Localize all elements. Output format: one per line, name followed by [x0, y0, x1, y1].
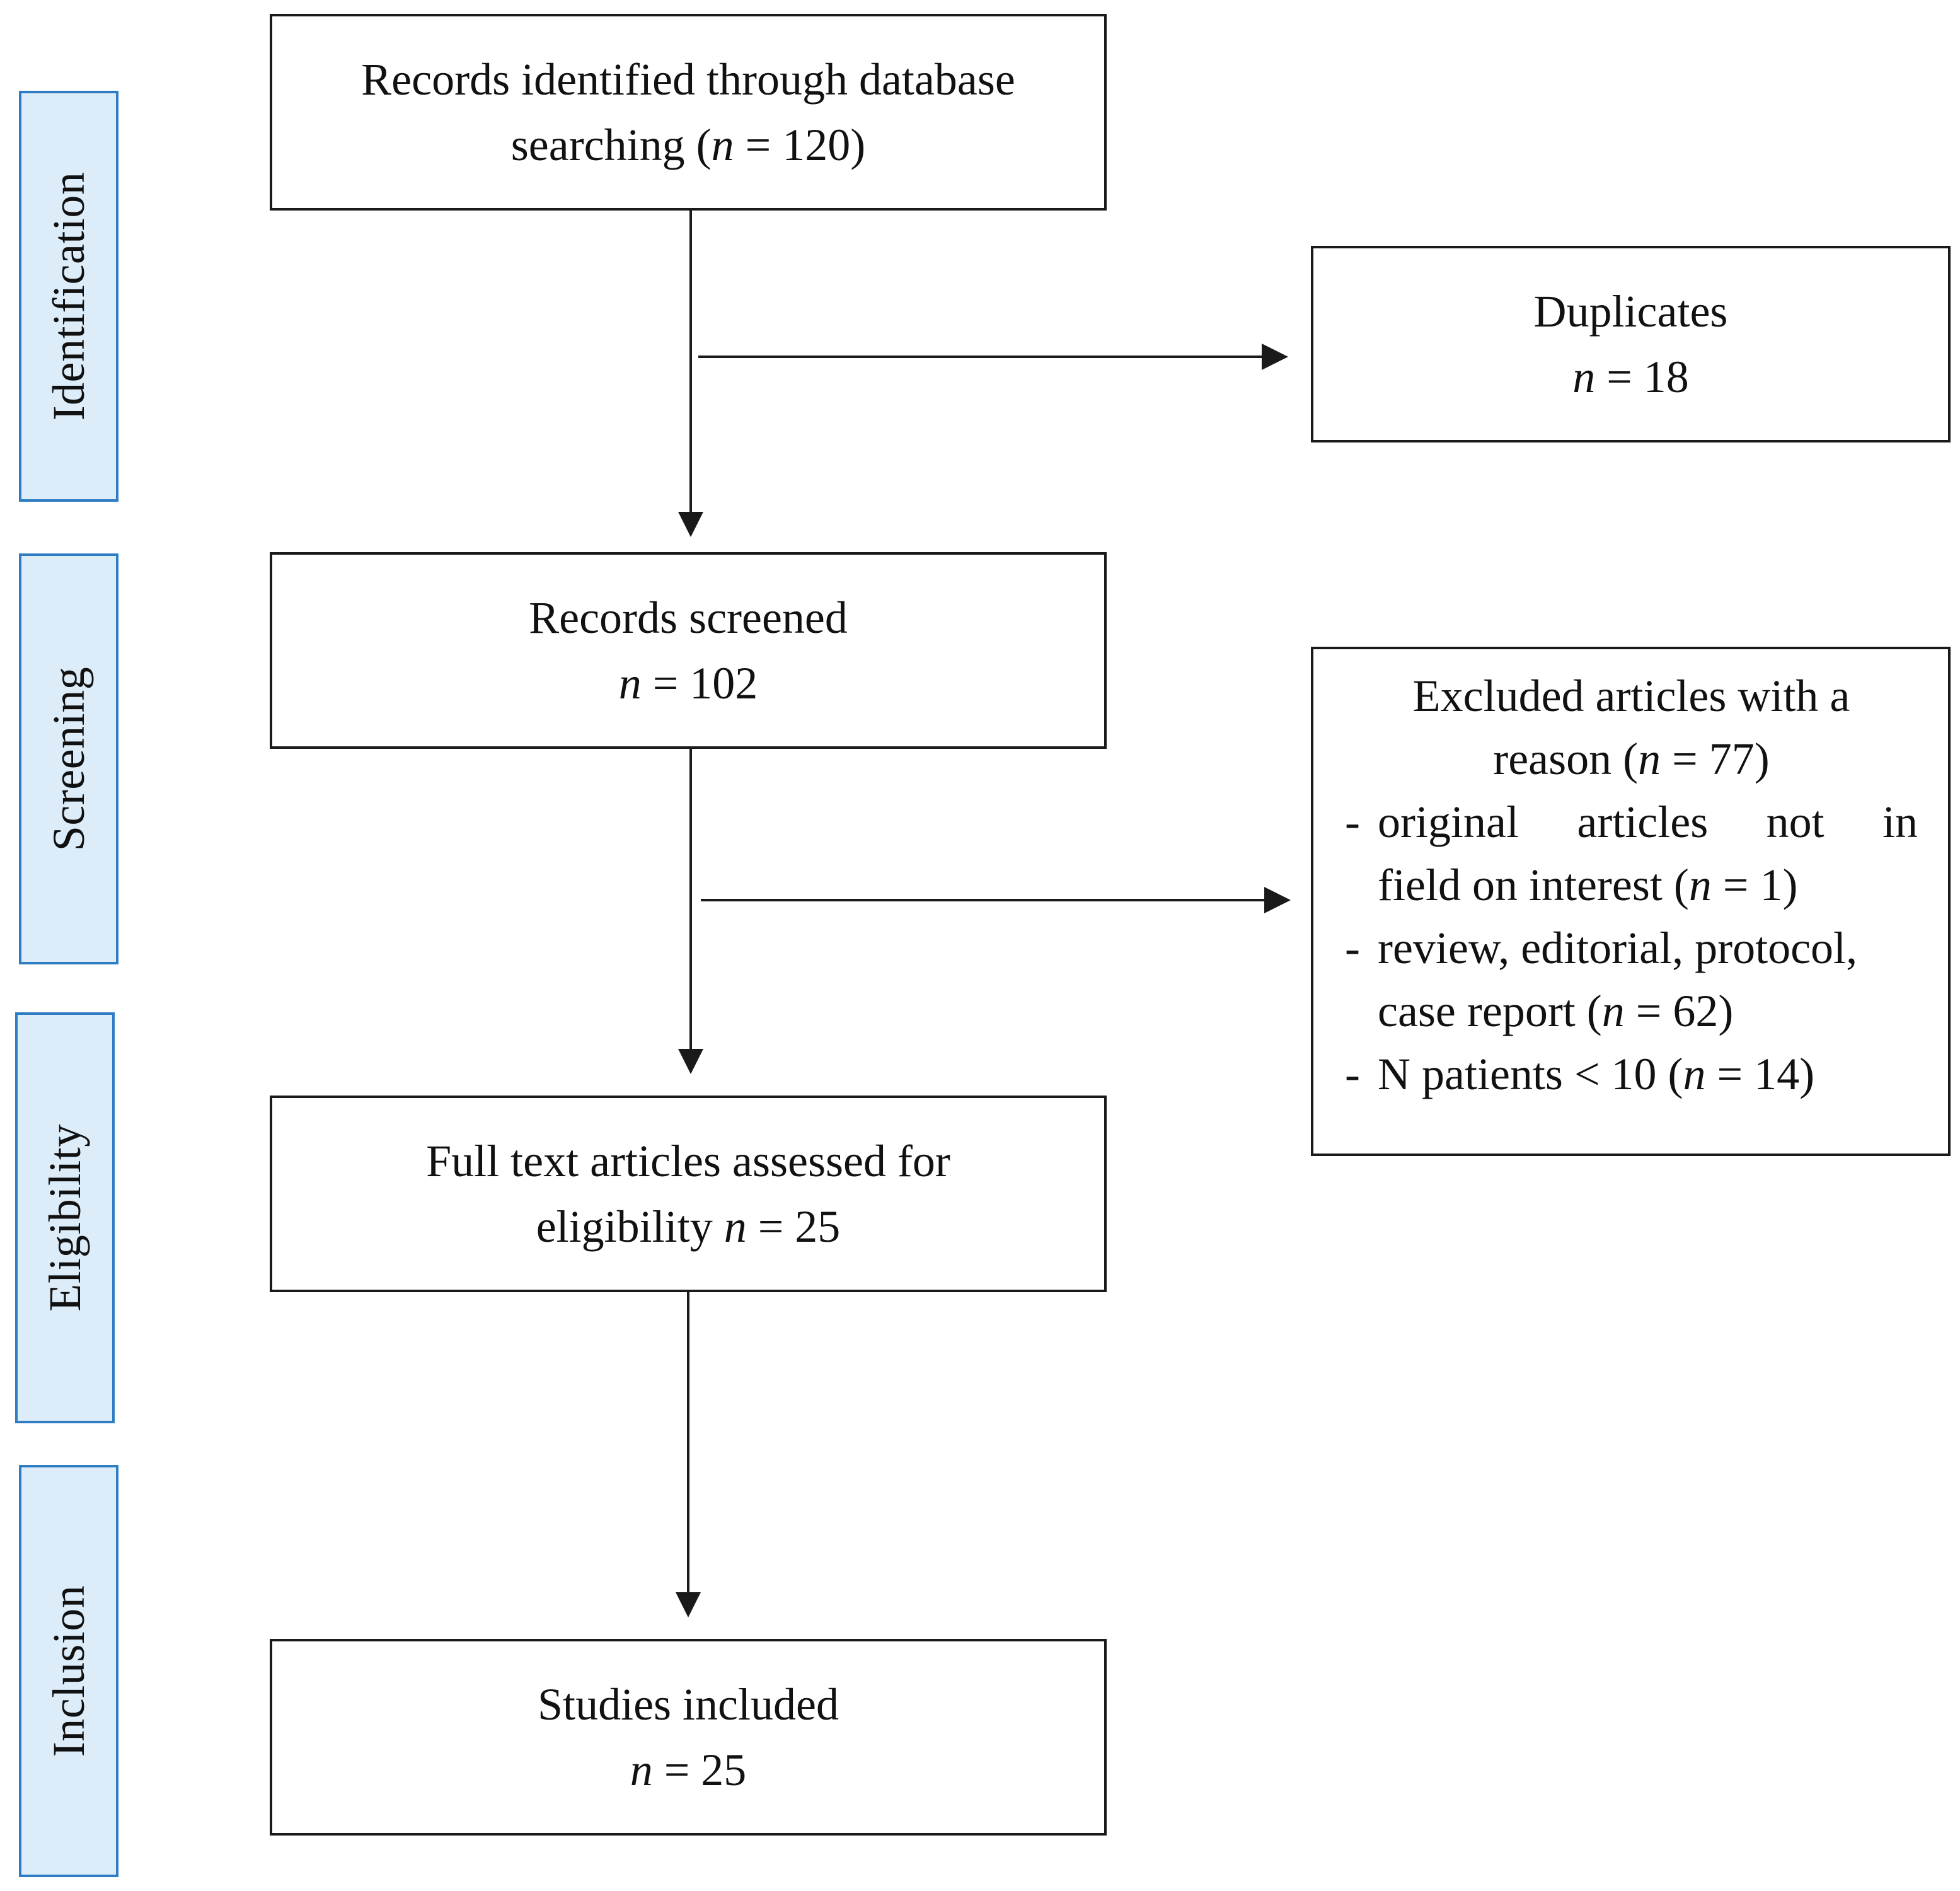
stage-inclusion-label: Inclusion — [43, 1585, 94, 1757]
full-text-count: = 25 — [746, 1201, 841, 1252]
excluded-reason-3-line1: N patients < 10 (n = 14) — [1378, 1043, 1918, 1106]
excluded-reason-1-line2: field on interest (n = 1) — [1378, 853, 1918, 917]
arrow-fulltext-to-included — [676, 1292, 701, 1617]
excluded-total-count: = 77) — [1661, 734, 1770, 784]
studies-included-title: Studies included — [538, 1679, 839, 1730]
records-screened-count-line: n = 102 — [619, 651, 758, 716]
excluded-reason-item: - N patients < 10 (n = 14) — [1345, 1043, 1918, 1106]
duplicates-count-line: n = 18 — [1572, 344, 1689, 410]
word: original — [1378, 797, 1519, 847]
reason-text: field on interest ( — [1378, 860, 1689, 910]
records-identified-count: = 120) — [734, 120, 866, 170]
reason-text: N patients < 10 ( — [1378, 1049, 1683, 1099]
studies-included-count-line: n = 25 — [630, 1737, 747, 1803]
stage-identification-label: Identification — [43, 171, 94, 421]
excluded-reason-item: - review, editorial, protocol, case repo… — [1345, 917, 1918, 1043]
studies-included-box: Studies included n = 25 — [270, 1639, 1107, 1836]
n-symbol: n — [711, 120, 734, 170]
records-identified-line1: Records identified through database — [361, 54, 1015, 105]
full-text-line2: eligibility n = 25 — [536, 1194, 841, 1259]
reason-count: = 62) — [1624, 986, 1734, 1036]
n-symbol: n — [630, 1745, 653, 1795]
excluded-heading-line1: Excluded articles with a — [1412, 671, 1850, 721]
records-identified-box: Records identified through database sear… — [270, 14, 1107, 211]
arrow-screened-to-fulltext — [678, 748, 703, 1074]
full-text-text: eligibility — [536, 1201, 724, 1252]
stage-screening-label: Screening — [43, 666, 94, 852]
duplicates-count: = 18 — [1595, 352, 1689, 402]
n-symbol: n — [723, 1201, 747, 1252]
n-symbol: n — [1638, 734, 1661, 784]
studies-included-count: = 25 — [652, 1745, 747, 1795]
records-screened-count: = 102 — [641, 658, 758, 708]
stage-eligibility-label: Eligibility — [40, 1124, 90, 1312]
list-dash: - — [1345, 923, 1360, 973]
list-dash: - — [1345, 1049, 1360, 1099]
stage-eligibility: Eligibility — [15, 1012, 115, 1423]
duplicates-title: Duplicates — [1533, 286, 1728, 337]
records-screened-box: Records screened n = 102 — [270, 552, 1107, 749]
reason-text: case report ( — [1378, 986, 1602, 1036]
records-identified-text: searching ( — [510, 120, 712, 170]
excluded-reason-1-line1: original articles not in — [1378, 790, 1918, 853]
full-text-box: Full text articles assessed for eligibil… — [270, 1096, 1107, 1292]
word: in — [1882, 797, 1918, 847]
arrow-to-excluded — [701, 887, 1291, 913]
stage-identification: Identification — [19, 91, 118, 502]
reason-count: = 1) — [1711, 860, 1798, 910]
stage-inclusion: Inclusion — [19, 1465, 118, 1877]
n-symbol: n — [1688, 860, 1712, 910]
excluded-reason-2-line2: case report (n = 62) — [1378, 980, 1918, 1043]
excluded-reason-item: - original articles not in field on inte… — [1345, 790, 1918, 917]
n-symbol: n — [618, 658, 642, 708]
word: not — [1766, 797, 1825, 847]
arrow-to-duplicates — [698, 344, 1288, 370]
n-symbol: n — [1683, 1049, 1706, 1099]
n-symbol: n — [1572, 352, 1596, 402]
list-dash: - — [1345, 797, 1360, 847]
duplicates-box: Duplicates n = 18 — [1311, 246, 1951, 442]
reason-count: = 14) — [1705, 1049, 1815, 1099]
stage-screening: Screening — [19, 553, 118, 964]
n-symbol: n — [1601, 986, 1625, 1036]
word: articles — [1577, 797, 1709, 847]
full-text-line1: Full text articles assessed for — [426, 1136, 950, 1186]
excluded-reason-2-line1: review, editorial, protocol, — [1378, 923, 1858, 973]
excluded-articles-box: Excluded articles with a reason (n = 77)… — [1311, 647, 1951, 1156]
excluded-heading-line2: reason (n = 77) — [1345, 727, 1918, 790]
arrow-identified-to-screened — [678, 211, 703, 537]
records-screened-title: Records screened — [529, 593, 848, 643]
excluded-heading-text: reason ( — [1493, 734, 1639, 784]
records-identified-line2: searching (n = 120) — [511, 112, 865, 178]
